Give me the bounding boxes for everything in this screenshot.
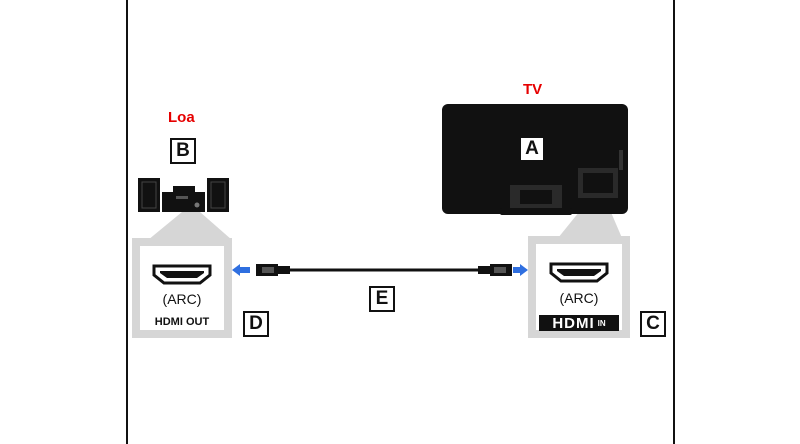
label-box-e: E <box>369 286 395 312</box>
speaker-hdmi-panel-inner: (ARC) HDMI OUT <box>140 246 224 330</box>
hdmi-cable <box>256 264 512 276</box>
arrow-left-blue <box>232 264 250 276</box>
speaker-system-icon <box>138 178 229 212</box>
hdmi-port-icon <box>549 262 609 283</box>
speaker-title: Loa <box>168 109 195 126</box>
hdmi-port-icon <box>152 264 212 285</box>
hdmi-logo-text: HDMI <box>552 314 595 332</box>
tv-arc-label: (ARC) <box>559 290 599 306</box>
label-box-d: D <box>243 311 269 337</box>
label-box-c: C <box>640 311 666 337</box>
hdmi-logo-sub: IN <box>597 318 606 328</box>
speaker-hdmi-panel: (ARC) HDMI OUT <box>132 238 232 338</box>
tv-title: TV <box>523 81 543 98</box>
label-box-a: A <box>519 136 545 162</box>
arrow-right-blue <box>513 264 528 276</box>
frame-left-border <box>126 0 128 444</box>
frame-right-border <box>673 0 675 444</box>
label-box-b: B <box>170 138 196 164</box>
speaker-hdmi-out-label: HDMI OUT <box>154 316 210 328</box>
speaker-arc-label: (ARC) <box>162 291 202 307</box>
speaker-callout-connector <box>148 212 232 240</box>
